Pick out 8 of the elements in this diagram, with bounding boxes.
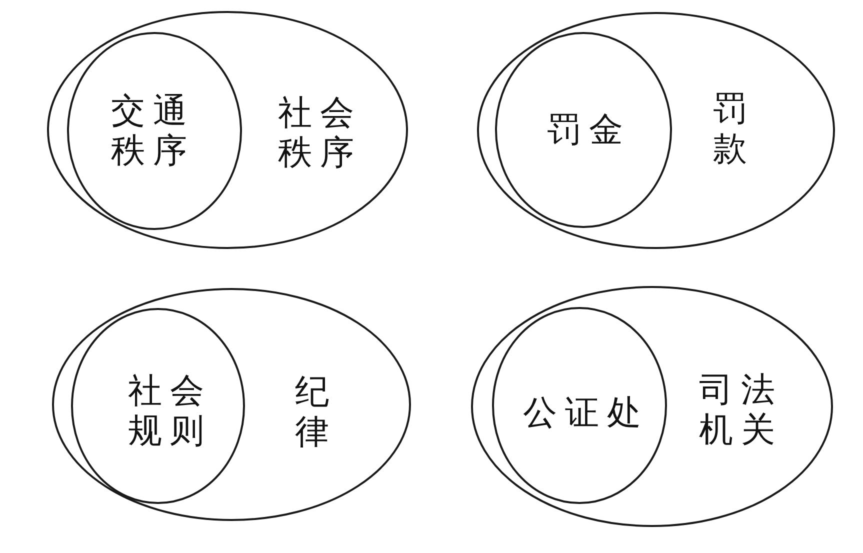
term-label: 社会规则 [127,371,212,451]
term-label: 罚款 [712,89,756,169]
term-label: 司法机关 [698,370,784,450]
term-label: 纪律 [294,372,338,452]
term-label: 公证处 [522,393,650,433]
term-label: 罚金 [546,110,632,150]
term-label: 社会秩序 [277,93,362,173]
term-label: 交通秩序 [110,91,196,171]
